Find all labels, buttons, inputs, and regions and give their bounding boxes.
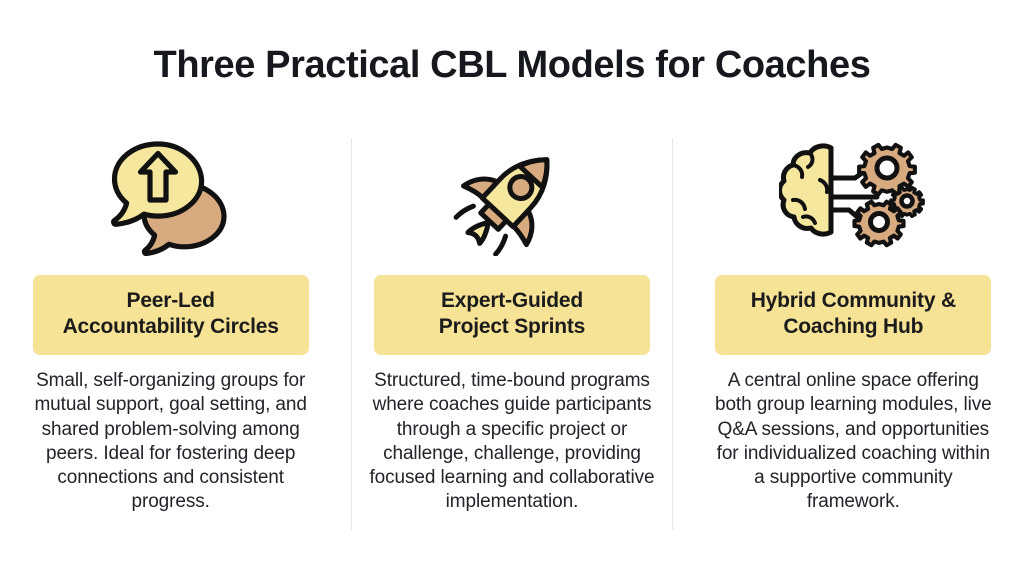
card-title-line-1: Hybrid Community &: [750, 289, 956, 312]
card-title-line-2: Accountability Circles: [62, 315, 279, 339]
speech-bubbles-arrow-up-icon: [12, 136, 329, 258]
card-title: Hybrid Community & Coaching Hub: [715, 275, 992, 355]
card-title: Peer-Led Accountability Circles: [32, 275, 309, 355]
column-divider-1: [351, 138, 352, 530]
card-body: A central online space offering both gro…: [715, 369, 992, 513]
model-card-expert-guided: Expert-Guided Project Sprints Structured…: [341, 136, 682, 515]
rocket-icon: [353, 136, 670, 258]
card-body: Structured, time-bound programs where co…: [369, 369, 655, 513]
card-title-line-1: Expert-Guided: [440, 289, 584, 312]
card-title-line-2: Coaching Hub: [783, 315, 924, 339]
card-title-line-1: Peer-Led: [126, 289, 215, 312]
card-title: Expert-Guided Project Sprints: [373, 275, 650, 355]
model-card-hybrid-hub: Hybrid Community & Coaching Hub A centra…: [683, 136, 1024, 515]
card-title-line-2: Project Sprints: [438, 315, 586, 339]
brain-gears-icon: [695, 136, 1012, 258]
model-card-peer-led: Peer-Led Accountability Circles Small, s…: [0, 136, 341, 515]
model-columns: Peer-Led Accountability Circles Small, s…: [0, 136, 1024, 530]
card-body: Small, self-organizing groups for mutual…: [34, 369, 307, 513]
page-title: Three Practical CBL Models for Coaches: [153, 44, 871, 86]
column-divider-2: [672, 138, 673, 530]
